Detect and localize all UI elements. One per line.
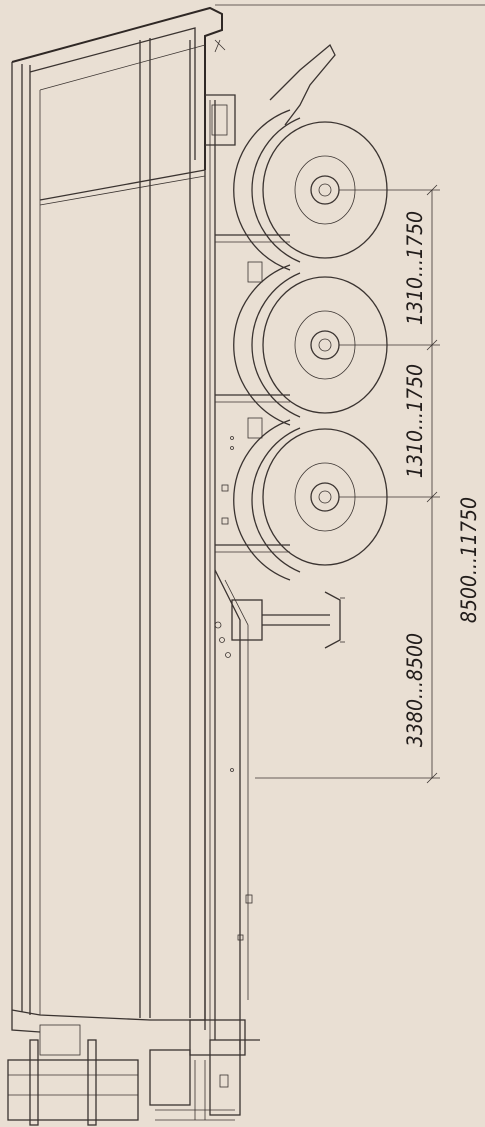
dimension-lines [255, 184, 440, 784]
axle-3-wheel [233, 419, 388, 581]
chassis-frame [204, 100, 253, 1050]
landing-gear [214, 591, 345, 658]
suspension [215, 234, 290, 553]
dim-label-kingpin-to-first-axle: 3380...8500 [403, 633, 427, 747]
front-bracket [205, 39, 336, 146]
dim-label-axle-spacing-1: 1310...1750 [403, 211, 427, 325]
dim-label-kingpin-to-center-axle: 8500...11750 [457, 497, 481, 623]
rear-bumper-and-ladder [7, 1019, 260, 1126]
dim-label-axle-spacing-2: 1310...1750 [403, 364, 427, 478]
